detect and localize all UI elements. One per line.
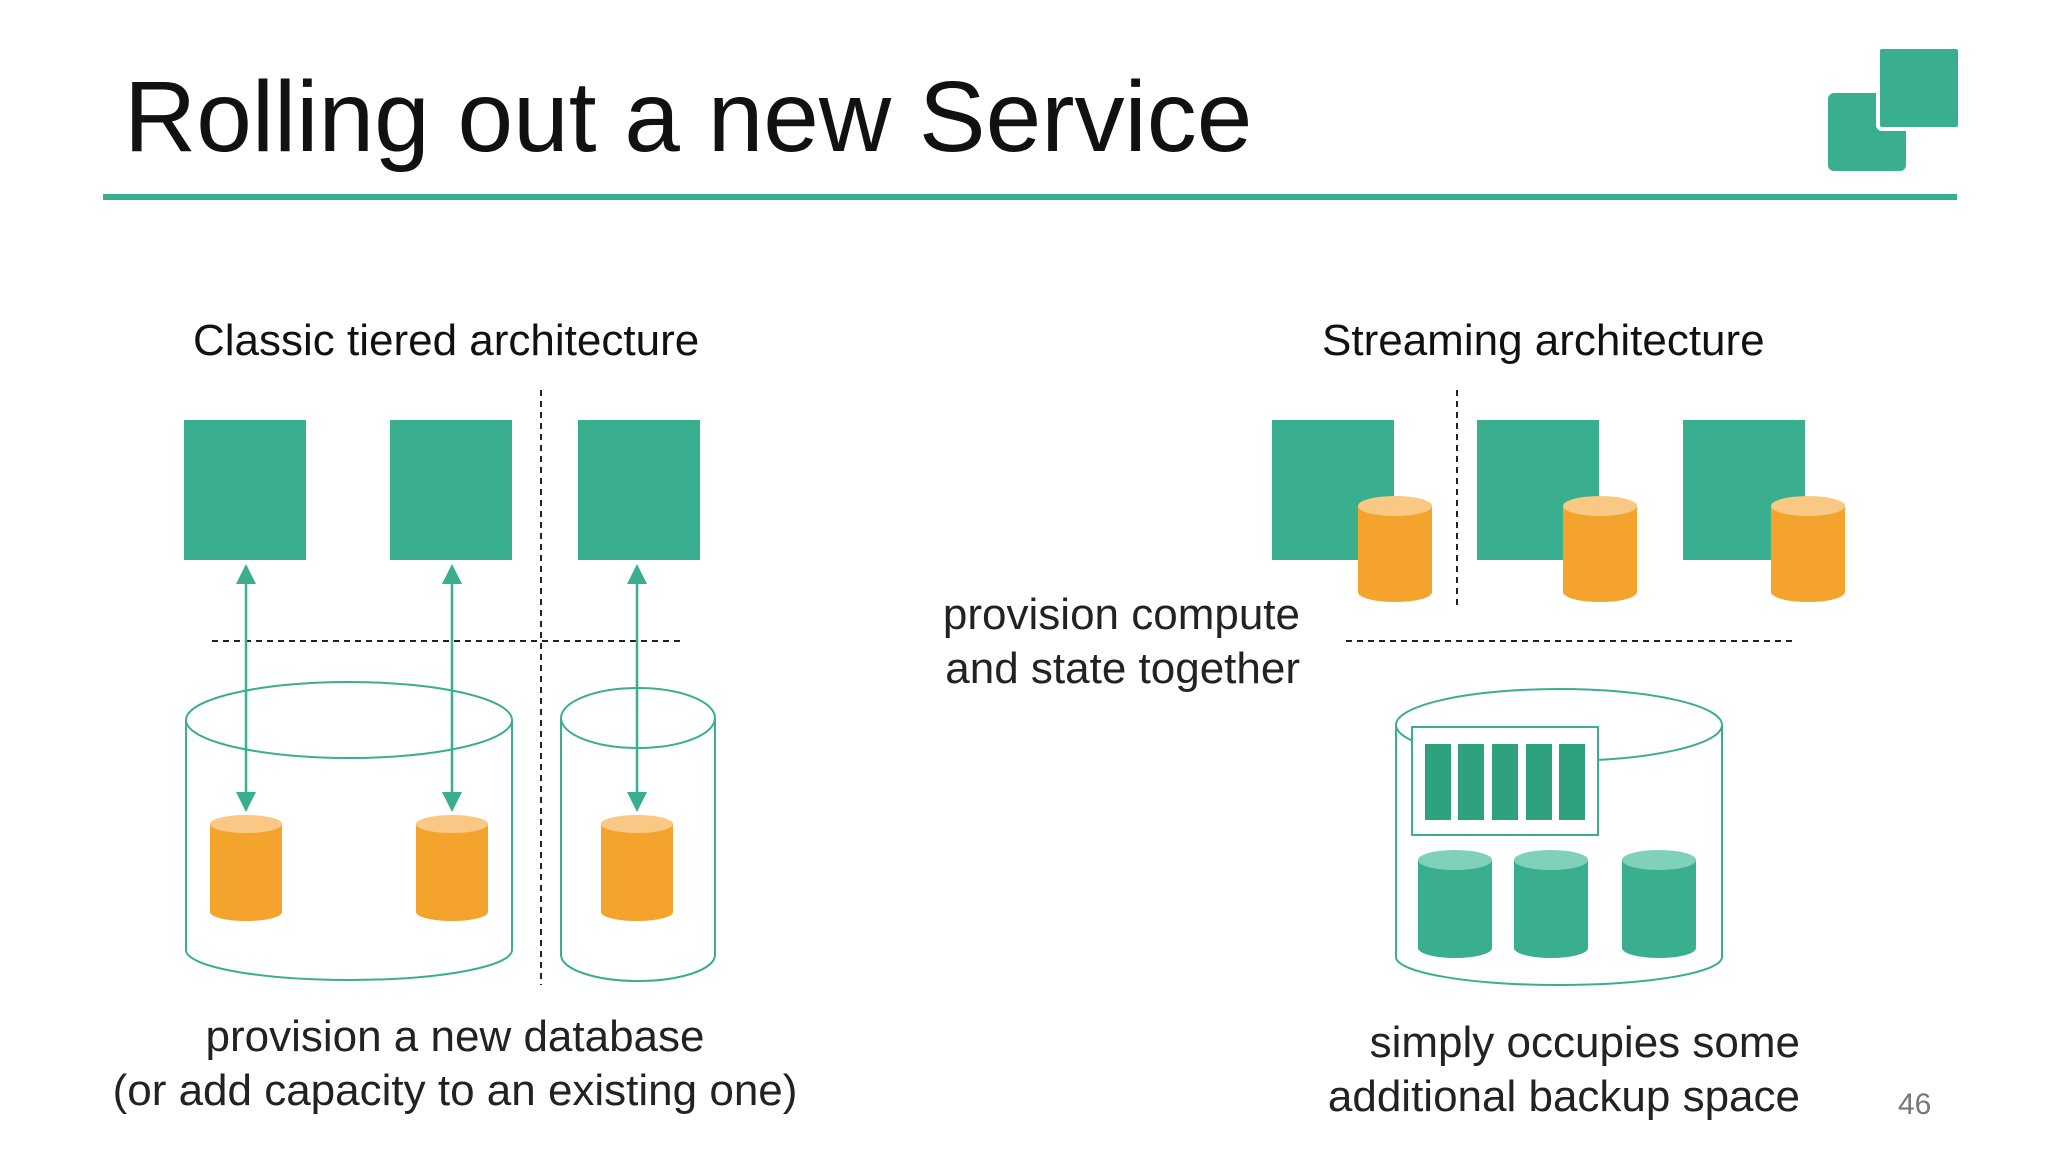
left-caption-line1: provision a new database (205, 1012, 705, 1061)
title-underline (103, 194, 1957, 200)
right-bottom-caption-line1: simply occupies some (1369, 1018, 1800, 1067)
state-cylinder-icon (416, 815, 488, 921)
right-diagram (1272, 390, 1845, 986)
compute-block-icon (390, 420, 512, 560)
left-diagram (184, 390, 716, 985)
backup-cylinder-icon (1418, 850, 1492, 958)
state-cylinder-icon (210, 815, 282, 921)
state-cylinder-icon (1563, 496, 1637, 602)
backup-cylinder-icon (1514, 850, 1588, 958)
compute-block-icon (184, 420, 306, 560)
left-heading: Classic tiered architecture (193, 316, 700, 365)
logo-square-front (1876, 45, 1962, 131)
right-top-caption-line1: provision compute (942, 590, 1300, 639)
state-cylinder-icon (601, 815, 673, 921)
right-heading: Streaming architecture (1322, 316, 1765, 365)
left-caption: provision a new database (or add capacit… (110, 1010, 800, 1118)
state-cylinder-icon (1771, 496, 1845, 602)
right-top-caption-line2: and state together (945, 644, 1300, 693)
right-top-caption: provision compute and state together (880, 588, 1300, 696)
backup-cylinder-icon (1622, 850, 1696, 958)
compute-block-icon (578, 420, 700, 560)
snapshot-stripes-icon (1411, 726, 1599, 836)
page-number: 46 (1898, 1088, 1932, 1121)
overlapping-squares-logo-icon (1828, 45, 1962, 175)
database-outline-icon (185, 681, 513, 981)
right-bottom-caption-line2: additional backup space (1327, 1072, 1800, 1121)
left-caption-line2: (or add capacity to an existing one) (112, 1066, 798, 1115)
state-cylinder-icon (1358, 496, 1432, 602)
page-title: Rolling out a new Service (124, 61, 1253, 173)
right-bottom-caption: simply occupies some additional backup s… (1280, 1016, 1800, 1124)
